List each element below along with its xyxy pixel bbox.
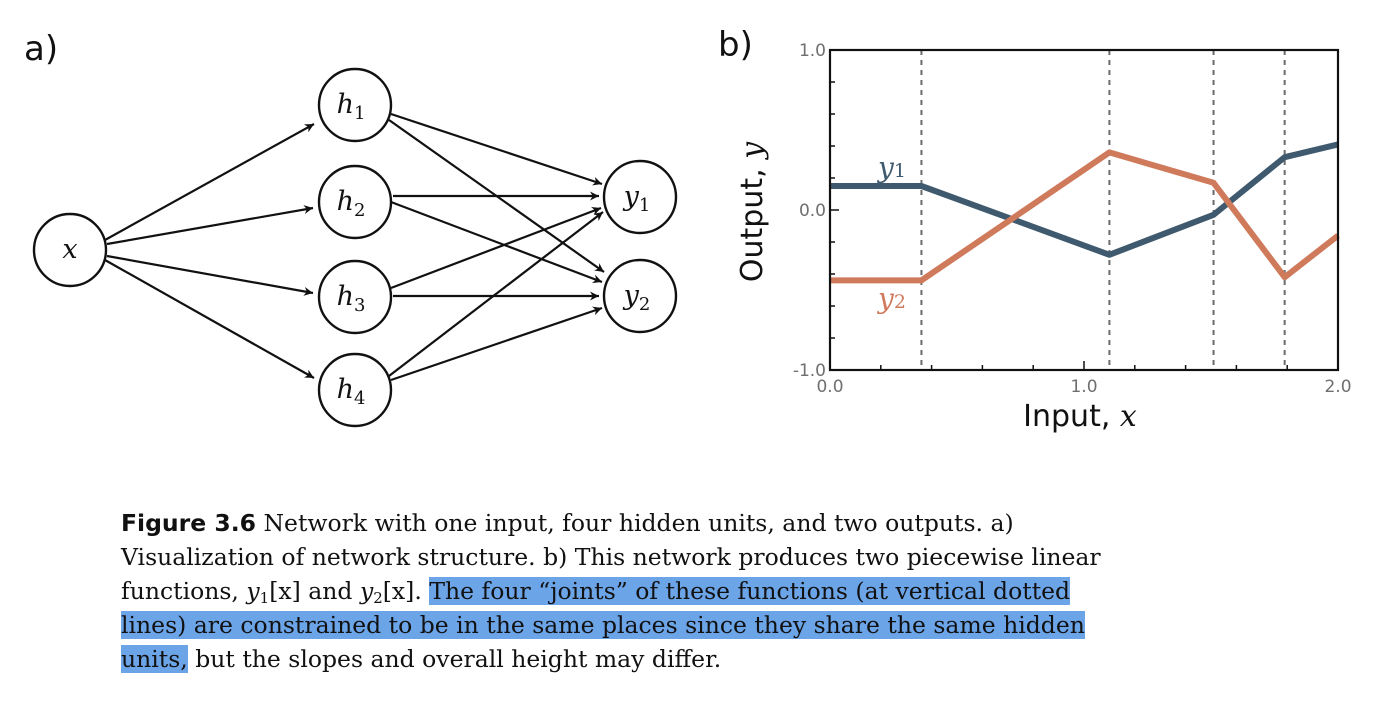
caption-f1-var: y	[246, 577, 260, 605]
series-label-y1-sub: 1	[894, 160, 906, 182]
network-diagram: a) x h1 h2 h3 h4 y1	[24, 29, 678, 428]
series-line-y2	[830, 149, 1340, 284]
caption-f2-var: y	[359, 577, 374, 605]
series-label-y2-sub: 2	[894, 291, 906, 313]
edge-h3-y1	[390, 206, 602, 290]
edge-x-h3	[106, 254, 314, 296]
caption-and: and	[300, 577, 360, 605]
chart-joint-lines	[920, 50, 1286, 370]
caption-line-3: functions, y1[x] and y2[x]. The four “jo…	[121, 574, 1277, 608]
edge-x-h1	[104, 123, 315, 241]
caption-f1-sub: 1	[259, 589, 270, 607]
caption-highlight-2: lines) are constrained to be in the same…	[121, 611, 1085, 639]
caption-line3-pre: functions,	[121, 577, 247, 605]
y-tick-label-0: 1.0	[799, 41, 826, 61]
y-axis-title-var: y	[735, 141, 770, 161]
edge-x-h2	[106, 205, 314, 246]
chart-series-group	[830, 141, 1340, 284]
edge-h2-y2	[390, 200, 603, 284]
figure-caption: Figure 3.6 Network with one input, four …	[121, 506, 1277, 676]
x-tick-label-1: 1.0	[1070, 377, 1097, 397]
network-edges	[104, 112, 605, 382]
caption-line-5: units, but the slopes and overall height…	[121, 642, 1277, 676]
series-line-y1	[830, 141, 1339, 258]
node-h1-var: h	[337, 89, 354, 120]
series-label-y2-var: y	[876, 282, 895, 315]
panel-label-b: b)	[718, 25, 753, 65]
x-axis-title: Input, x	[1023, 399, 1137, 434]
node-x-label: x	[62, 234, 77, 265]
node-h1-sub: 1	[354, 103, 365, 124]
svg-text:h3: h3	[337, 281, 366, 316]
node-h1: h1	[317, 67, 393, 143]
caption-f2-arg: [x]	[382, 577, 415, 605]
caption-highlight-3: units,	[121, 645, 188, 673]
svg-text:x: x	[62, 234, 77, 265]
svg-text:y1: y1	[623, 181, 651, 216]
node-y1-var: y	[623, 181, 640, 212]
edge-h4-y2	[390, 306, 603, 382]
caption-line-4: lines) are constrained to be in the same…	[121, 608, 1277, 642]
caption-line5-rest: but the slopes and overall height may di…	[187, 645, 722, 673]
node-h4: h4	[317, 352, 393, 428]
y-axis-title-text: Output,	[735, 159, 770, 282]
node-h2: h2	[317, 164, 393, 240]
edge-h4-y1	[388, 211, 604, 377]
svg-text:h2: h2	[337, 186, 366, 221]
caption-line2-text: Visualization of network structure. b) T…	[121, 543, 1101, 571]
node-y2-sub: 2	[639, 294, 650, 315]
panel-label-a: a)	[24, 29, 58, 69]
node-h2-sub: 2	[354, 200, 365, 221]
node-y2-var: y	[623, 280, 640, 311]
node-h2-var: h	[337, 186, 354, 217]
edge-x-h4	[104, 259, 315, 379]
y-axis-title: Output, y	[735, 141, 770, 282]
y-tick-label-1: 0.0	[799, 201, 826, 221]
x-axis-title-text: Input,	[1023, 399, 1120, 434]
node-y1: y1	[602, 159, 678, 235]
node-y1-sub: 1	[639, 195, 650, 216]
caption-f2-sub: 2	[373, 589, 383, 607]
node-h3: h3	[317, 259, 393, 335]
node-x: x	[32, 212, 108, 288]
chart-ticks	[829, 49, 1339, 371]
svg-text:h1: h1	[337, 89, 366, 124]
caption-line-1: Figure 3.6 Network with one input, four …	[121, 506, 1277, 540]
edge-h1-y1	[390, 112, 603, 186]
caption-line-2: Visualization of network structure. b) T…	[121, 540, 1277, 574]
x-tick-label-2: 2.0	[1324, 377, 1351, 397]
edge-h1-y2	[388, 119, 605, 273]
chart-plot-frame	[828, 48, 1340, 372]
node-h4-sub: 4	[354, 388, 365, 409]
series-label-y1: y1	[876, 151, 906, 184]
node-h3-var: h	[337, 281, 354, 312]
node-y2: y2	[602, 258, 678, 334]
caption-f1-arg: [x]	[269, 577, 301, 605]
x-axis-title-var: x	[1120, 399, 1137, 434]
series-label-y1-var: y	[876, 151, 895, 184]
caption-highlight-1: The four “joints” of these functions (at…	[429, 577, 1071, 605]
svg-text:y2: y2	[623, 280, 651, 315]
node-h4-var: h	[337, 374, 354, 405]
caption-line1-text: Network with one input, four hidden unit…	[256, 509, 1014, 537]
caption-line3-end: .	[414, 577, 422, 605]
svg-text:h4: h4	[337, 374, 366, 409]
y-tick-label-2: -1.0	[793, 361, 826, 381]
series-label-y2: y2	[876, 282, 906, 315]
x-tick-label-0: 0.0	[816, 377, 843, 397]
node-h3-sub: 3	[354, 295, 365, 316]
caption-figure-label: Figure 3.6	[121, 509, 256, 537]
